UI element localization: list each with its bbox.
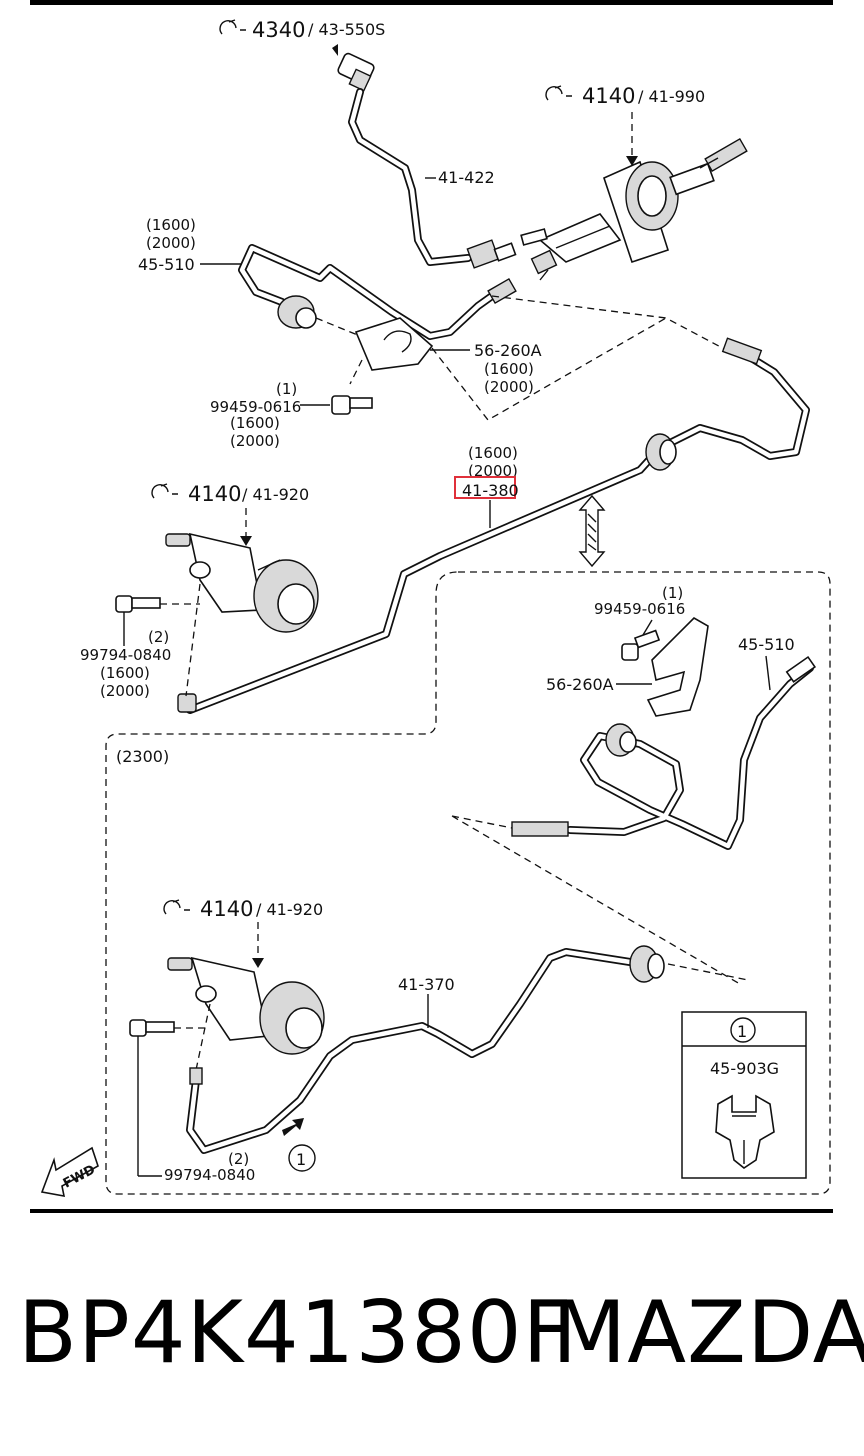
bolt-99794-0840-bot[interactable]	[129, 1019, 175, 1037]
variant-label: (2000)	[484, 378, 534, 396]
ref-code: / 41-920	[242, 485, 309, 504]
variant-label: (1600)	[146, 216, 196, 234]
pipe-41-370-inner	[187, 949, 633, 1153]
book-ref-icon	[219, 19, 246, 35]
part-45-510-label[interactable]: 45-510	[738, 635, 795, 654]
guide-dashed	[431, 295, 731, 421]
pipe-45-510-inset-inner	[567, 665, 813, 849]
legend-callout-circle	[730, 1017, 756, 1043]
guide-dashed	[451, 815, 741, 985]
ref-number: 4340	[252, 18, 305, 42]
part-41-370-label[interactable]: 41-370	[398, 975, 455, 994]
ref-number: 4140	[200, 897, 253, 921]
ref-number: 4140	[188, 482, 241, 506]
legend-part-label: 45-903G	[710, 1059, 779, 1078]
variant-label: (2000)	[100, 682, 150, 700]
pipe-fitting[interactable]	[487, 277, 517, 305]
leader-dashed	[195, 1003, 211, 1071]
callout-label: (2)	[228, 1150, 249, 1168]
variant-label: (1600)	[100, 664, 150, 682]
book-ref-icon	[163, 899, 190, 915]
hose-grommet[interactable]	[277, 295, 317, 329]
bolt-99459-0616[interactable]	[331, 395, 373, 415]
variant-label: (2000)	[230, 432, 280, 450]
sensor-connector[interactable]	[337, 52, 375, 92]
clip-icon	[715, 1094, 775, 1169]
pipe-end-fitting[interactable]	[189, 1067, 203, 1085]
pipe-45-510-inner	[239, 245, 495, 339]
bolt-99794-0840-mid[interactable]	[115, 595, 161, 613]
pointer-arrow	[626, 156, 638, 166]
part-99459-label[interactable]: 99459-0616	[210, 398, 301, 416]
part-41-380-label[interactable]: 41-380	[462, 481, 519, 500]
ref-4340[interactable]: 4340 / 43-550S	[219, 18, 385, 42]
part-45-510-label[interactable]: 45-510	[138, 255, 195, 274]
legend-number: 1	[737, 1022, 747, 1041]
variant-label: (1600)	[230, 414, 280, 432]
pipe-41-422-inner	[349, 89, 471, 265]
ref-4140-mid[interactable]: 4140 / 41-920	[151, 482, 309, 506]
ref-code: / 41-920	[256, 900, 323, 919]
top-rule	[30, 0, 833, 5]
pipe-end-fitting[interactable]	[177, 693, 197, 713]
brand-name: MAZDA	[552, 1283, 864, 1383]
double-arrow	[578, 494, 606, 568]
part-number: BP4K41380F	[18, 1283, 574, 1383]
guide-dashed	[667, 963, 749, 981]
leader	[765, 655, 771, 691]
bracket-56-260a-inset[interactable]	[646, 617, 709, 717]
inset-boundary	[105, 571, 831, 1195]
leader-dashed	[185, 583, 201, 697]
hose-grommet[interactable]	[629, 945, 665, 983]
ref-4140-top[interactable]: 4140 / 41-990	[545, 84, 705, 108]
pointer-arrow	[240, 536, 252, 546]
ref-number: 4140	[582, 84, 635, 108]
part-41-422-label[interactable]: 41-422	[438, 168, 495, 187]
highlight-box	[454, 476, 516, 499]
callout-circle[interactable]	[288, 1144, 316, 1172]
bottom-rule	[30, 1209, 833, 1213]
callout-label: (1)	[662, 584, 683, 602]
callout-label: (1)	[276, 380, 297, 398]
leader-dashed	[315, 317, 361, 337]
pointer-arrow	[332, 44, 338, 56]
book-ref-icon	[151, 483, 178, 499]
clutch-slave-cylinder-bot[interactable]	[167, 956, 325, 1055]
clutch-slave-cylinder-mid[interactable]	[165, 532, 319, 633]
hose-grommet[interactable]	[645, 433, 677, 471]
legend-clip-45-903g[interactable]: 1 45-903G	[681, 1011, 807, 1179]
fwd-arrow-icon: FWD	[40, 1146, 99, 1197]
hose-grommet[interactable]	[605, 723, 637, 757]
part-99459-label[interactable]: 99459-0616	[594, 600, 685, 618]
part-99794-label[interactable]: 99794-0840	[80, 646, 171, 664]
bracket-56-260a-top[interactable]	[354, 317, 434, 371]
book-ref-icon	[545, 85, 572, 101]
leader-dashed	[349, 359, 363, 385]
callout-number: 1	[296, 1150, 306, 1169]
clutch-master-cylinder[interactable]	[520, 137, 748, 281]
ref-4140-bot[interactable]: 4140 / 41-920	[163, 897, 323, 921]
variant-label: (2000)	[468, 462, 518, 480]
part-56-260a-label[interactable]: 56-260A	[546, 675, 614, 694]
pipe-end-fitting[interactable]	[721, 337, 763, 365]
group-2300-label: (2300)	[116, 747, 169, 766]
ref-code: / 41-990	[638, 87, 705, 106]
callout-label: (2)	[148, 628, 169, 646]
bolt-99459-inset[interactable]	[621, 629, 661, 661]
pipe-fitting[interactable]	[466, 239, 517, 269]
variant-label: (1600)	[484, 360, 534, 378]
part-99794-label[interactable]: 99794-0840	[164, 1166, 255, 1184]
part-56-260a-label[interactable]: 56-260A	[474, 341, 542, 360]
variant-label: (2000)	[146, 234, 196, 252]
pipe-41-380-inner	[187, 353, 809, 713]
clip-pointer-arrow	[282, 1118, 304, 1136]
ref-code: / 43-550S	[308, 20, 385, 39]
pointer-arrow	[252, 958, 264, 968]
variant-label: (1600)	[468, 444, 518, 462]
pipe-end-fitting[interactable]	[511, 655, 817, 837]
